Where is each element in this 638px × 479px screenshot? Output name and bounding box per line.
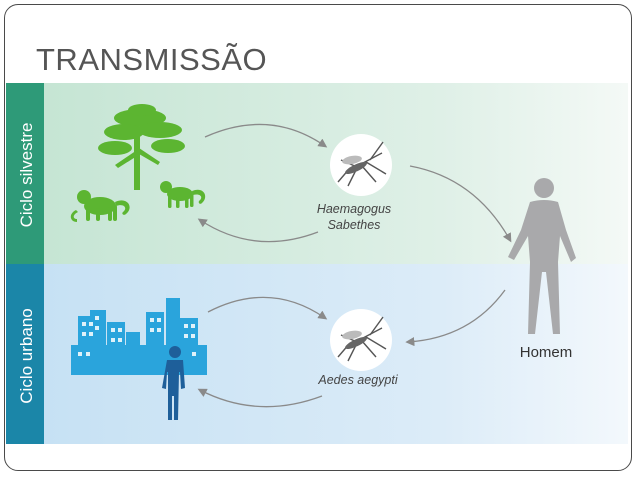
sylvatic-side-band [6, 83, 44, 264]
transmission-arrows [197, 123, 512, 408]
urban-vector-label: Aedes aegypti [317, 373, 398, 387]
monkey-icon [160, 181, 206, 208]
arrow-sylvatic-vector-to-primates [197, 218, 319, 243]
arrow-primates-to-sylvatic-vector [204, 123, 328, 148]
urban-mosquito-icon [330, 309, 392, 371]
sylvatic-vector-label-line1: Haemagogus [317, 202, 391, 216]
urban-human-icon [162, 346, 185, 420]
arrow-human-to-urban-vector [405, 289, 506, 347]
urban-cycle-label: Ciclo urbano [17, 308, 36, 403]
arrow-urban-vector-to-city [197, 388, 323, 408]
arrow-city-to-urban-vector [207, 296, 328, 320]
sylvatic-cycle-label: Ciclo silvestre [17, 123, 36, 228]
sylvatic-vector-label-line2: Sabethes [328, 218, 381, 232]
city-icon [71, 298, 207, 375]
host-label: Homem [520, 344, 573, 361]
urban-side-band [6, 264, 44, 444]
tree-icon [98, 104, 185, 190]
slide-title: TRANSMISSÃO [36, 42, 268, 77]
monkey-icon [70, 190, 130, 222]
human-icon [508, 178, 576, 334]
sylvatic-mosquito-icon [330, 134, 392, 196]
arrow-sylvatic-vector-to-human [409, 165, 512, 243]
